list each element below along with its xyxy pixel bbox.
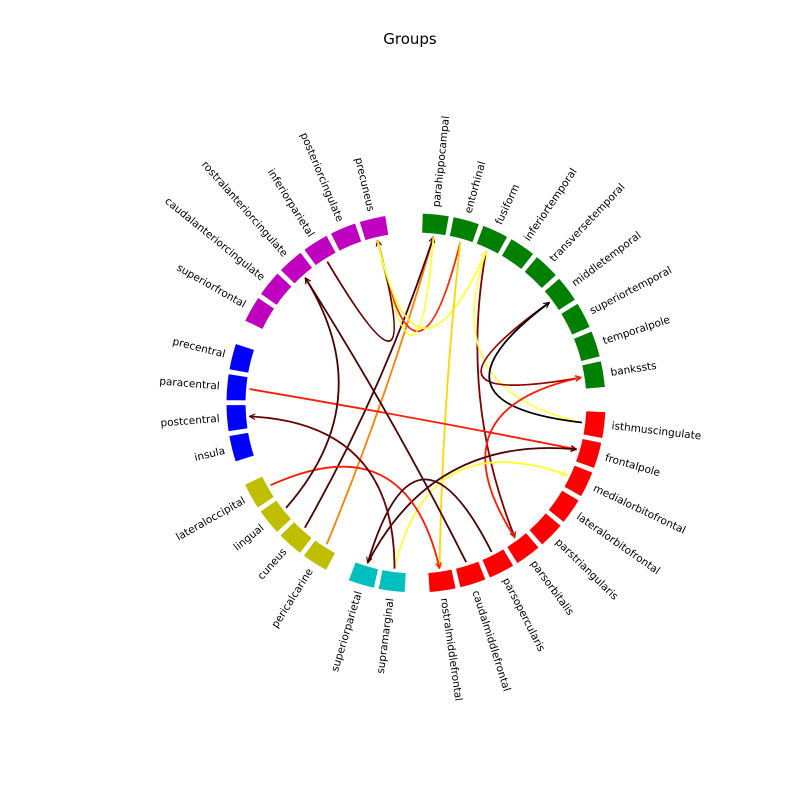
node-label-paracentral: paracentral — [159, 375, 220, 392]
node-segment-caudalanteriorcingulate — [259, 272, 293, 307]
connection-paracentral-to-frontalpole — [249, 388, 577, 449]
node-label-inferiorparietal: inferiorparietal — [265, 167, 317, 239]
node-segment-superiorfrontal — [243, 296, 276, 331]
node-label-rostralmiddlefrontal: rostralmiddlefrontal — [438, 597, 465, 702]
node-segment-lateraloccipital — [243, 475, 276, 509]
node-segment-transversetemporal — [523, 255, 558, 290]
connection-supramarginal-to-medialorbitofrontal — [393, 461, 566, 569]
node-segment-isthmuscingulate — [582, 410, 607, 440]
node-segment-middletemporal — [543, 277, 577, 312]
connection-fusiform-to-parsorbitalis — [476, 251, 515, 537]
connection-parsorbitalis-to-bankssts — [484, 377, 581, 539]
node-segment-insula — [228, 431, 256, 463]
node-label-caudalmiddlefrontal: caudalmiddlefrontal — [470, 589, 513, 693]
node-label-cuneus: cuneus — [255, 546, 289, 582]
node-label-parsorbitalis: parsorbitalis — [528, 558, 576, 618]
connection-inferiorparietal-to-precuneus — [326, 240, 396, 343]
connection-entorhinal-to-rostralmiddlefrontal — [440, 241, 462, 568]
node-label-parahippocampal: parahippocampal — [431, 115, 453, 207]
connection-lateraloccipital-to-rostralmiddlefrontal — [270, 465, 440, 569]
node-segment-pericalcarine — [302, 539, 337, 572]
connection-parahippocampal-to-precuneus — [378, 236, 435, 337]
connection-superiorparietal-to-frontalpole — [366, 448, 577, 564]
connection-cuneus-to-parahippocampal — [304, 237, 434, 529]
node-label-fusiform: fusiform — [493, 182, 522, 226]
node-label-lateraloccipital: lateraloccipital — [174, 495, 247, 544]
node-segment-parahippocampal — [421, 212, 450, 237]
node-label-isthmuscingulate: isthmuscingulate — [611, 420, 702, 442]
node-label-lingual: lingual — [232, 522, 267, 553]
node-segment-parsorbitalis — [505, 531, 540, 565]
node-label-parsopercularis: parsopercularis — [500, 576, 547, 654]
node-label-insula: insula — [193, 445, 226, 464]
node-segment-inferiortemporal — [500, 237, 535, 271]
node-segments — [225, 212, 607, 594]
node-segment-cuneus — [279, 520, 313, 555]
node-label-frontalpole: frontalpole — [604, 452, 662, 479]
node-segment-parstriangularis — [528, 512, 562, 546]
node-label-superiorparietal: superiorparietal — [329, 590, 365, 673]
node-segment-posteriorcingulate — [329, 222, 363, 252]
node-segment-parsopercularis — [481, 548, 515, 579]
node-segment-precentral — [228, 342, 256, 374]
node-segment-inferiorparietal — [303, 234, 337, 267]
node-segment-lingual — [259, 499, 293, 534]
node-label-precentral: precentral — [171, 336, 226, 361]
node-segment-medialorbitofrontal — [563, 464, 594, 498]
connection-precuneus-to-fusiform — [376, 240, 486, 330]
node-segment-temporalpole — [572, 330, 601, 363]
node-segment-entorhinal — [448, 216, 481, 244]
node-segment-bankssts — [581, 359, 606, 390]
connection-middletemporal-to-bankssts — [480, 301, 581, 387]
node-label-postcentral: postcentral — [160, 413, 220, 430]
node-label-precuneus: precuneus — [352, 156, 376, 212]
node-label-posteriorcingulate: posteriorcingulate — [298, 131, 346, 224]
node-segment-lateralorbitofrontal — [547, 489, 580, 524]
connection-caudalmiddlefrontal-to-rostralanteriorcingulate — [304, 278, 468, 563]
node-label-superiortemporal: superiortemporal — [588, 264, 674, 317]
node-segment-fusiform — [475, 224, 509, 255]
node-segment-caudalmiddlefrontal — [454, 560, 487, 589]
node-label-temporalpole: temporalpole — [601, 314, 671, 347]
node-segment-superiortemporal — [559, 302, 591, 336]
node-segment-precuneus — [358, 214, 390, 242]
node-label-superiorfrontal: superiorfrontal — [175, 262, 248, 311]
connection-isthmuscingulate-to-fusiform — [473, 251, 583, 424]
connection-lingual-to-rostralanteriorcingulate — [285, 278, 340, 509]
node-segment-supramarginal — [377, 568, 407, 594]
connection-isthmuscingulate-to-middletemporal — [488, 302, 582, 424]
node-segment-rostralanteriorcingulate — [279, 251, 314, 285]
node-label-bankssts: bankssts — [610, 360, 658, 379]
node-segment-postcentral — [225, 403, 249, 433]
node-segment-frontalpole — [574, 437, 603, 470]
node-label-entorhinal: entorhinal — [463, 160, 489, 215]
node-segment-superiorparietal — [347, 561, 380, 589]
connection-supramarginal-to-postcentral — [250, 416, 396, 569]
connection-links — [250, 237, 582, 569]
node-segment-paracentral — [225, 373, 249, 402]
node-label-pericalcarine: pericalcarine — [269, 566, 316, 630]
node-label-supramarginal: supramarginal — [375, 598, 397, 675]
connection-pericalcarine-to-parahippocampal — [325, 237, 434, 545]
node-segment-rostralmiddlefrontal — [427, 568, 457, 594]
figure-title: Groups — [383, 30, 437, 48]
